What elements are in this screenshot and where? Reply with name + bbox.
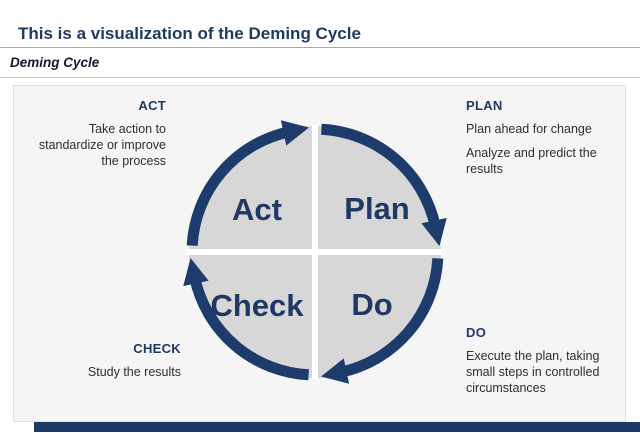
annotation-plan: PLAN Plan ahead for change Analyze and p… [466, 98, 597, 177]
page-title: This is a visualization of the Deming Cy… [18, 24, 361, 43]
chart-subtitle: Deming Cycle [10, 55, 100, 70]
annotation-do-text: Execute the plan, taking small steps in … [466, 349, 600, 395]
annotation-check-text: Study the results [87, 365, 181, 379]
cycle-arrow-check-to-act [183, 258, 309, 381]
annotation-do: DO Execute the plan, taking small steps … [466, 325, 599, 396]
quadrant-label-check: Check [210, 288, 304, 323]
quadrant-label-do: Do [351, 287, 393, 322]
quadrant-label-plan: Plan [344, 191, 410, 226]
annotation-act-text: Take action to standardize or improve th… [38, 122, 166, 168]
cycle-arrow-act-to-plan [186, 120, 309, 246]
cycle-arrow-plan-to-do [321, 123, 447, 246]
annotation-check: CHECK Study the results [88, 341, 181, 380]
annotation-act-heading: ACT [138, 98, 166, 113]
annotation-check-heading: CHECK [133, 341, 181, 356]
annotation-plan-text-2: Analyze and predict the results [466, 146, 597, 176]
annotation-act: ACT Take action to standardize or improv… [39, 98, 166, 169]
subtitle-divider [0, 77, 640, 78]
annotation-plan-heading: PLAN [466, 98, 503, 113]
annotation-do-heading: DO [466, 325, 487, 340]
quadrant-label-act: Act [232, 192, 282, 227]
title-divider [0, 47, 640, 48]
cycle-arrow-do-to-check [321, 258, 444, 384]
annotation-plan-text-1: Plan ahead for change [466, 122, 592, 136]
footer-bar [34, 422, 640, 432]
